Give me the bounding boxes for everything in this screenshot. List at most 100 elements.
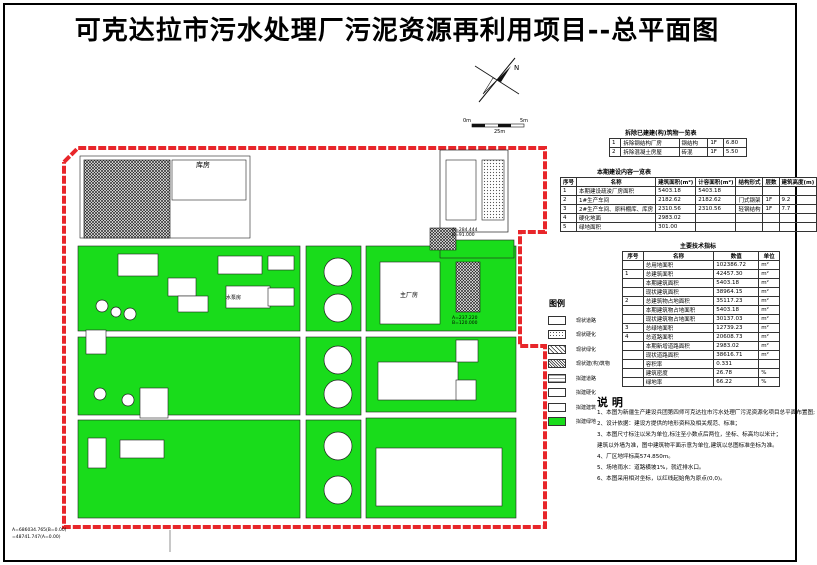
table-cell: 12739.23 <box>713 323 760 333</box>
table-cell: 3 <box>559 204 578 214</box>
table-cell: 1F <box>762 195 780 205</box>
legend-swatch <box>548 402 566 412</box>
table-cell: 建筑密度 <box>642 368 715 378</box>
table-cell: 拆除混凝土房屋 <box>620 147 680 157</box>
coord-b-label: A=237.220 B=120.000 <box>452 316 478 326</box>
table-cell: m² <box>758 296 780 306</box>
legend-swatch <box>548 388 566 397</box>
buildings-table-caption: 本期建设内容一览表 <box>597 169 652 176</box>
note-line: 2、设计依据：建设方提供的地形资料及相关规范、标准； <box>597 421 741 427</box>
table-cell: 66.22 <box>713 377 760 387</box>
table-cell: m² <box>758 350 780 360</box>
table-cell: % <box>758 368 780 378</box>
legend-swatch <box>548 330 566 339</box>
legend-item: 现状建(构)筑物 <box>548 358 610 370</box>
table-cell: 轻钢结构 <box>735 204 764 214</box>
table-cell <box>735 213 764 223</box>
notes-title: 说 明 <box>597 396 623 409</box>
table-cell <box>735 222 764 232</box>
note-line: 建筑以外墙为准，图中建筑物平面示意为单位,建筑以总图标准坐标为准。 <box>597 443 778 449</box>
table-cell: 总绿地面积 <box>642 323 715 333</box>
coord-a-label: A=284.444 B=91.000 <box>452 228 478 238</box>
table-cell: 301.00 <box>655 222 697 232</box>
table-cell: 7.7 <box>778 204 817 214</box>
table-cell: 2983.02 <box>655 213 697 223</box>
legend-swatch <box>548 344 566 354</box>
table-cell: 总建筑面积 <box>642 269 715 279</box>
legend-swatch <box>548 417 566 426</box>
scale-label-bottom: 25m <box>494 129 506 135</box>
legend-item: 拟建建筑 <box>548 401 596 413</box>
table-cell: 1 <box>622 269 644 279</box>
table-cell <box>762 186 780 196</box>
table-cell <box>622 341 644 351</box>
table-cell: m² <box>758 314 780 324</box>
table-cell: 4 <box>559 213 578 223</box>
table-header-cell: 序号 <box>622 251 644 261</box>
table-header-cell: 名称 <box>576 177 657 187</box>
table-cell <box>622 314 644 324</box>
bottom-coord-2: =48741.747(A=0.00) <box>12 535 61 540</box>
table-header-cell: 结构形式 <box>735 177 764 187</box>
note-line: 1、本图为新疆生产建设兵团第四师可克达拉市污水处理厂污泥资源化项目总平面布置图; <box>597 410 816 416</box>
table-cell: 2182.62 <box>655 195 697 205</box>
table-cell: 1F <box>762 204 780 214</box>
table-header-cell: 计容面积(m²) <box>695 177 737 187</box>
legend-item: 拟建绿地 <box>548 416 596 428</box>
table-cell <box>778 213 817 223</box>
table-cell: m² <box>758 269 780 279</box>
legend-item: 现状硬化 <box>548 329 596 341</box>
table-cell: m² <box>758 287 780 297</box>
note-line: 5、场地雨水：道路横坡1%，就近排水口。 <box>597 465 705 471</box>
bottom-coord-1: A=686034.765(B=0.00) <box>12 528 67 533</box>
table-cell: 2310.56 <box>695 204 737 214</box>
table-cell: m² <box>758 305 780 315</box>
table-cell <box>622 368 644 378</box>
table-cell: 0.331 <box>713 359 760 369</box>
legend-item: 现状绿化 <box>548 343 596 355</box>
legend-item: 拟建道路 <box>548 372 596 384</box>
table-cell: 2182.62 <box>695 195 737 205</box>
legend-label: 现状硬化 <box>576 332 597 338</box>
legend-label: 拟建建筑 <box>576 404 597 411</box>
table-cell <box>622 359 644 369</box>
table-cell: 2310.56 <box>655 204 697 214</box>
table-cell: 钢结构 <box>678 138 709 148</box>
table-cell: 5403.18 <box>655 186 697 196</box>
warehouse-label: 库房 <box>196 161 210 169</box>
table-cell: m² <box>758 323 780 333</box>
scale-label-right: 5m <box>520 118 529 124</box>
table-header-cell: 序号 <box>559 177 578 187</box>
table-header-row: 序号名称数值单位 <box>622 251 780 261</box>
table-cell <box>735 186 764 196</box>
table-cell: 5403.18 <box>713 305 760 315</box>
compass-icon <box>474 57 520 103</box>
legend-swatch <box>548 359 566 368</box>
buildings <box>85 253 503 507</box>
legend-label: 拟建道路 <box>576 375 597 382</box>
table-cell <box>695 222 737 232</box>
legend-label: 现状绿化 <box>576 346 597 353</box>
north-zone <box>79 149 509 313</box>
table-cell: 20608.73 <box>713 332 760 342</box>
note-line: 3、本图尺寸标注以米为单位,标注至小数点后两位，坐标、标高均以米计； <box>597 432 782 438</box>
table-cell: 本期建筑物占地面积 <box>642 305 715 315</box>
table-cell: 砖混 <box>678 147 709 157</box>
legend-label: 拟建绿地 <box>576 419 597 425</box>
table-cell: 2 <box>608 147 622 157</box>
table-cell <box>762 213 780 223</box>
table-cell: 1F <box>707 138 724 148</box>
table-cell: 3 <box>622 323 644 333</box>
drawing-title: 可克达拉市污水处理厂污泥资源再利用项目--总平面图 <box>74 16 720 46</box>
